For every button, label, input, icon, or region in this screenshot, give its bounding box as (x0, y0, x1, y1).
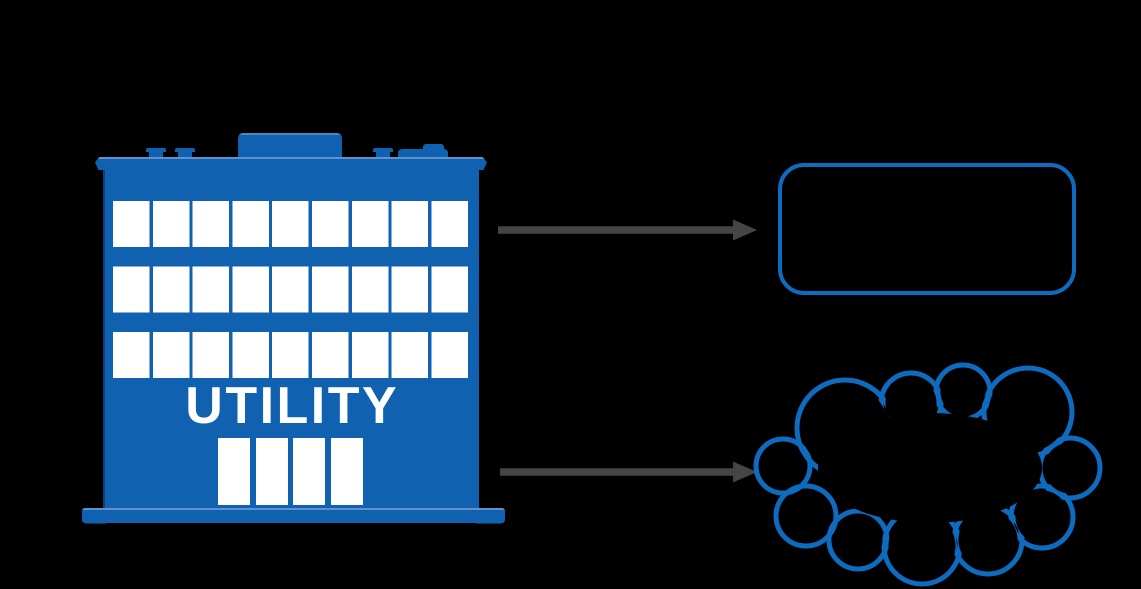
building-label: UTILITY (185, 377, 400, 435)
arrow-head-icon (733, 219, 757, 241)
rounded-rectangle-node (778, 163, 1076, 295)
cloud-outline (753, 362, 1103, 587)
connector-arrow-top (498, 219, 757, 241)
roof-vent-icon (175, 148, 195, 152)
roof-vent-icon (149, 152, 163, 160)
roof-ac-unit-riser (423, 144, 444, 150)
building-cornice (95, 157, 487, 170)
roof-vent-icon (178, 152, 192, 160)
door (293, 438, 325, 505)
door (255, 438, 288, 505)
building-base (82, 508, 505, 523)
building-body: UTILITY (103, 169, 479, 508)
roof-ac-unit (398, 149, 448, 159)
windows-grid (113, 201, 468, 378)
arrow-head-icon (733, 461, 757, 483)
roof-vent-icon (376, 152, 390, 160)
connector-arrow-bottom (500, 461, 757, 483)
utility-building-node: UTILITY (0, 0, 520, 589)
door (330, 438, 363, 505)
cloud-interior-mask (760, 369, 1096, 580)
roof-vent-icon (146, 148, 166, 152)
door (218, 438, 250, 505)
cloud-node (753, 362, 1103, 587)
roof-penthouse (238, 133, 342, 159)
roof-vent-icon (373, 148, 393, 152)
